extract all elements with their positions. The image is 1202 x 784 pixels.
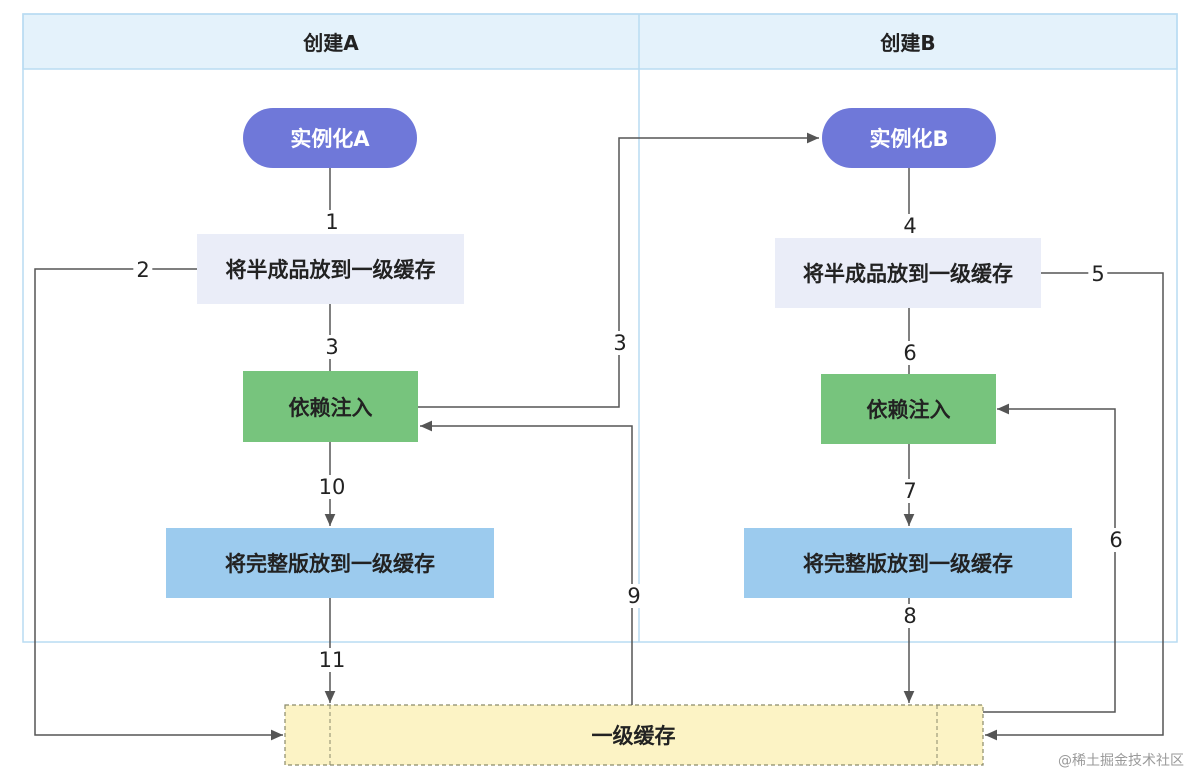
full-cache-b-node: 将完整版放到一级缓存	[744, 528, 1072, 598]
edge-9	[420, 420, 633, 705]
inject-b-node: 依赖注入	[821, 374, 996, 444]
swimlane-frame	[22, 13, 1178, 643]
edge-label-8: 8	[900, 604, 920, 628]
level1-cache-box	[284, 704, 984, 766]
edge-label-6-b: 6	[900, 341, 920, 365]
lane-header-background	[22, 13, 1178, 70]
level1-cache-label: 一级缓存	[591, 724, 676, 748]
edge-label-11: 11	[315, 648, 349, 672]
edge-label-3-cross: 3	[610, 331, 630, 355]
lane-header-a: 创建A	[303, 31, 359, 55]
full-cache-a-node: 将完整版放到一级缓存	[166, 528, 494, 598]
inject-a-node: 依赖注入	[243, 371, 418, 442]
instantiate-a-node: 实例化A	[243, 108, 417, 168]
edge-2	[34, 268, 283, 741]
edge-label-9: 9	[624, 584, 644, 608]
edge-label-2: 2	[133, 258, 153, 282]
edge-6-right	[983, 403, 1116, 713]
edge-label-5: 5	[1088, 262, 1108, 286]
edge-3-cross	[418, 132, 819, 408]
edge-label-1: 1	[322, 210, 342, 234]
edge-label-4: 4	[900, 214, 920, 238]
edge-label-3-a: 3	[322, 335, 342, 359]
half-cache-a-node: 将半成品放到一级缓存	[197, 234, 464, 304]
watermark: @稀土掘金技术社区	[1058, 753, 1184, 769]
lane-header-b: 创建B	[880, 31, 936, 55]
edge-label-6-right: 6	[1106, 528, 1126, 552]
edge-5	[985, 272, 1164, 741]
half-cache-b-node: 将半成品放到一级缓存	[775, 238, 1041, 308]
edge-label-10: 10	[315, 475, 349, 499]
edge-label-7: 7	[900, 479, 920, 503]
instantiate-b-node: 实例化B	[822, 108, 996, 168]
